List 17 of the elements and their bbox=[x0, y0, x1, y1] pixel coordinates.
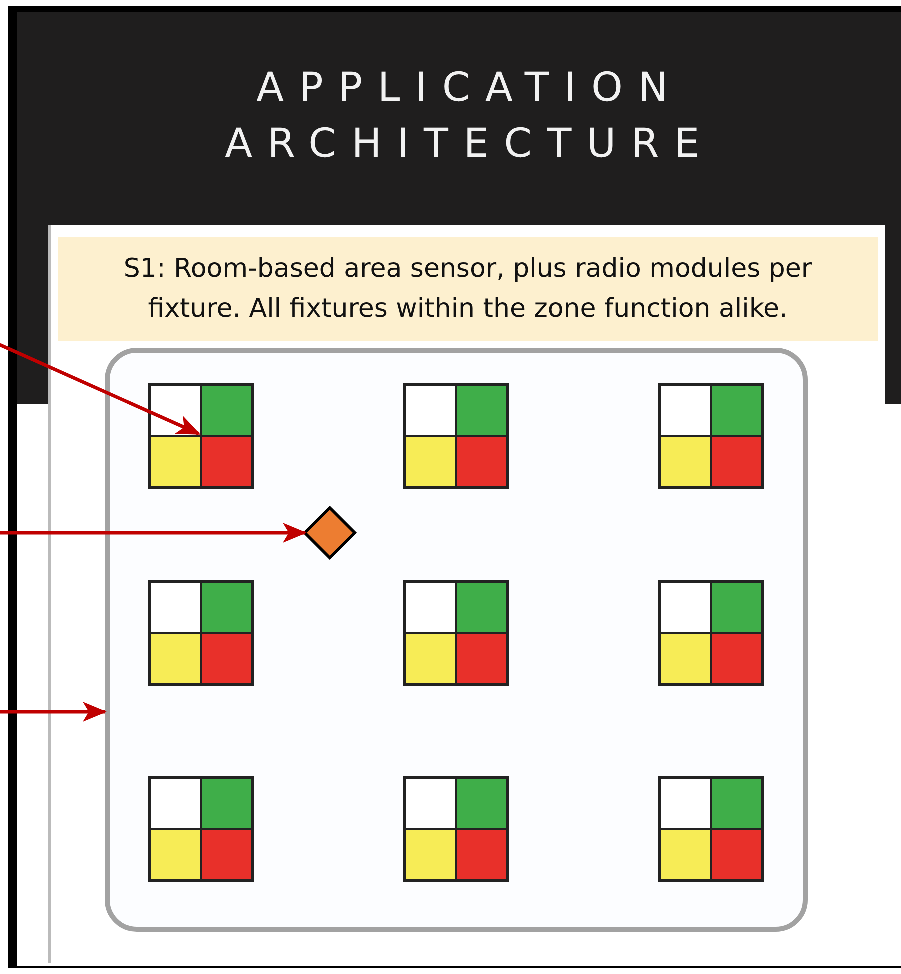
light-fixture-icon bbox=[658, 383, 764, 489]
zone-outline bbox=[105, 348, 808, 932]
note-box bbox=[58, 237, 878, 341]
arrow bbox=[0, 523, 307, 543]
title: APPLICATION ARCHITECTURE bbox=[224, 64, 716, 169]
light-fixture-icon bbox=[403, 776, 509, 882]
light-fixture-icon bbox=[658, 776, 764, 882]
note-text: S1: Room-based area sensor, plus radio modules per fixture. All fixtures within the zone function alike. bbox=[122, 253, 814, 326]
light-fixture-icon bbox=[403, 383, 509, 489]
light-fixture-icon bbox=[403, 580, 509, 686]
light-fixture-icon bbox=[148, 776, 254, 882]
light-fixture-icon bbox=[148, 383, 254, 489]
light-fixture-icon bbox=[658, 580, 764, 686]
sensor-diamond bbox=[303, 506, 357, 560]
arrow bbox=[0, 343, 201, 436]
arrow bbox=[0, 702, 107, 722]
light-fixture-icon bbox=[148, 580, 254, 686]
